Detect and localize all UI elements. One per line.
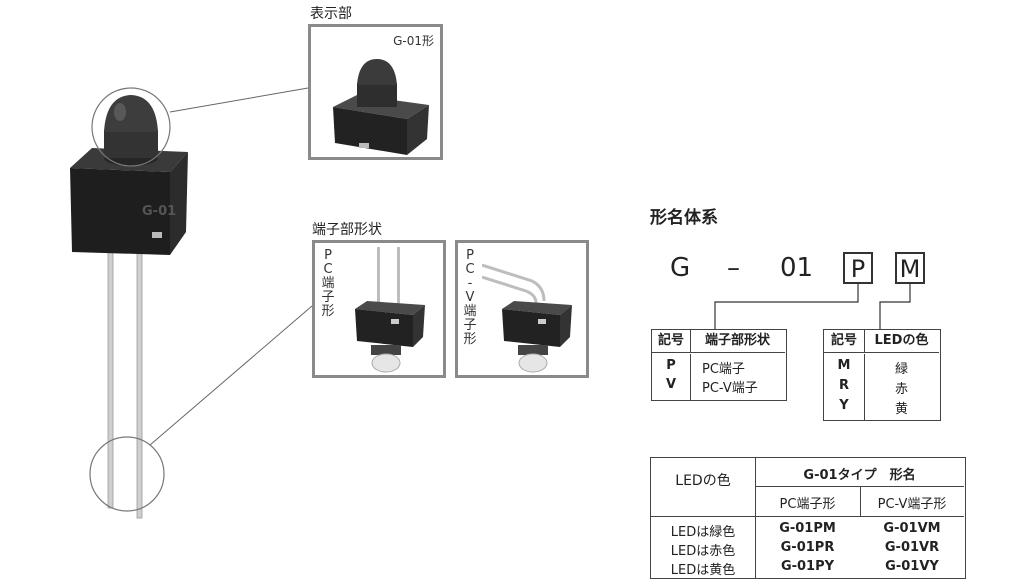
model-g01pm: G-01PM xyxy=(779,521,836,536)
model-row-yellow-label: LEDは黄色 xyxy=(670,563,736,578)
model-table-col-pc: PC端子形 xyxy=(779,497,836,512)
model-g01vy: G-01VY xyxy=(885,559,939,574)
pcv-char: 端 xyxy=(463,304,477,319)
led-code-header: 記号 xyxy=(824,330,865,353)
display-part-heading: 表示部 xyxy=(310,6,352,22)
terminal-code-table: 記号 端子部形状 P PC端子 V PC-V端子 xyxy=(651,329,787,401)
pc-terminal-label: P C 端 子 形 xyxy=(321,249,335,319)
pcv-terminal-image xyxy=(482,263,572,373)
display-circle xyxy=(91,87,171,167)
model-table: LEDの色 G-01タイプ 形名 PC端子形 PC-V端子形 LEDは緑色 G-… xyxy=(650,457,966,579)
naming-part-dash: – xyxy=(727,253,740,283)
body-marking: G-01 xyxy=(142,204,177,219)
model-row-green-label: LEDは緑色 xyxy=(670,525,736,540)
callout-line-terminal xyxy=(149,305,313,446)
led-code-m: M xyxy=(837,358,851,373)
pcv-char: - xyxy=(467,276,473,291)
pc-char: P xyxy=(324,248,332,263)
pc-char: 子 xyxy=(321,290,335,305)
model-g01pr: G-01PR xyxy=(780,540,835,555)
model-table-col-pcv: PC-V端子形 xyxy=(877,497,947,512)
led-base xyxy=(104,130,158,158)
model-g01py: G-01PY xyxy=(780,559,835,574)
pc-char: C xyxy=(323,262,333,277)
pcv-char: 子 xyxy=(463,318,477,333)
pc-char: 形 xyxy=(321,304,335,319)
terminal-shape-header: 端子部形状 xyxy=(690,330,785,353)
naming-title: 形名体系 xyxy=(650,208,718,228)
model-g01vm: G-01VM xyxy=(883,521,941,536)
naming-part-g: G xyxy=(670,253,691,283)
display-part-frame: G-01形 xyxy=(308,24,443,160)
pcv-terminal-frame: P C - V 端 子 形 xyxy=(455,240,589,378)
pcv-char: V xyxy=(465,290,475,305)
body-front xyxy=(70,168,170,255)
model-table-corner: LEDの色 xyxy=(675,473,731,489)
callout-line-display xyxy=(169,87,309,113)
naming-box-led: M xyxy=(895,252,925,284)
led-color-red: 赤 xyxy=(894,382,908,397)
body-side xyxy=(170,152,188,255)
led-code-table: 記号 LEDの色 M 緑 R 赤 Y 黄 xyxy=(823,329,941,421)
pc-terminal-image xyxy=(355,247,425,373)
display-model-tag: G-01形 xyxy=(393,34,434,48)
terminal-shape-pcv: PC-V端子 xyxy=(702,381,758,396)
pcv-terminal-label: P C - V 端 子 形 xyxy=(463,249,477,347)
model-row-red-label: LEDは赤色 xyxy=(670,544,736,559)
led-color-green: 緑 xyxy=(894,362,908,377)
pcv-char: C xyxy=(465,262,475,277)
display-part-image xyxy=(333,59,429,155)
pc-char: 端 xyxy=(321,276,335,291)
pcv-char: P xyxy=(466,248,474,263)
led-color-yellow: 黄 xyxy=(894,402,908,417)
naming-box-terminal: P xyxy=(843,252,873,284)
terminal-shape-heading: 端子部形状 xyxy=(312,222,382,238)
pcv-char: 形 xyxy=(463,332,477,347)
model-table-group-header: G-01タイプ 形名 xyxy=(803,468,916,483)
led-code-y: Y xyxy=(839,398,849,413)
terminal-code-v: V xyxy=(665,377,677,392)
terminal-code-header: 記号 xyxy=(652,330,691,353)
pc-terminal-frame: P C 端 子 形 xyxy=(312,240,446,378)
model-g01vr: G-01VR xyxy=(884,540,940,555)
led-code-r: R xyxy=(838,378,849,393)
terminal-code-p: P xyxy=(666,358,676,373)
terminal-shape-pc: PC端子 xyxy=(702,362,745,377)
naming-part-01: 01 xyxy=(780,253,814,283)
led-color-header: LEDの色 xyxy=(864,330,939,353)
body-slot xyxy=(152,232,162,238)
terminal-circle xyxy=(89,436,165,512)
